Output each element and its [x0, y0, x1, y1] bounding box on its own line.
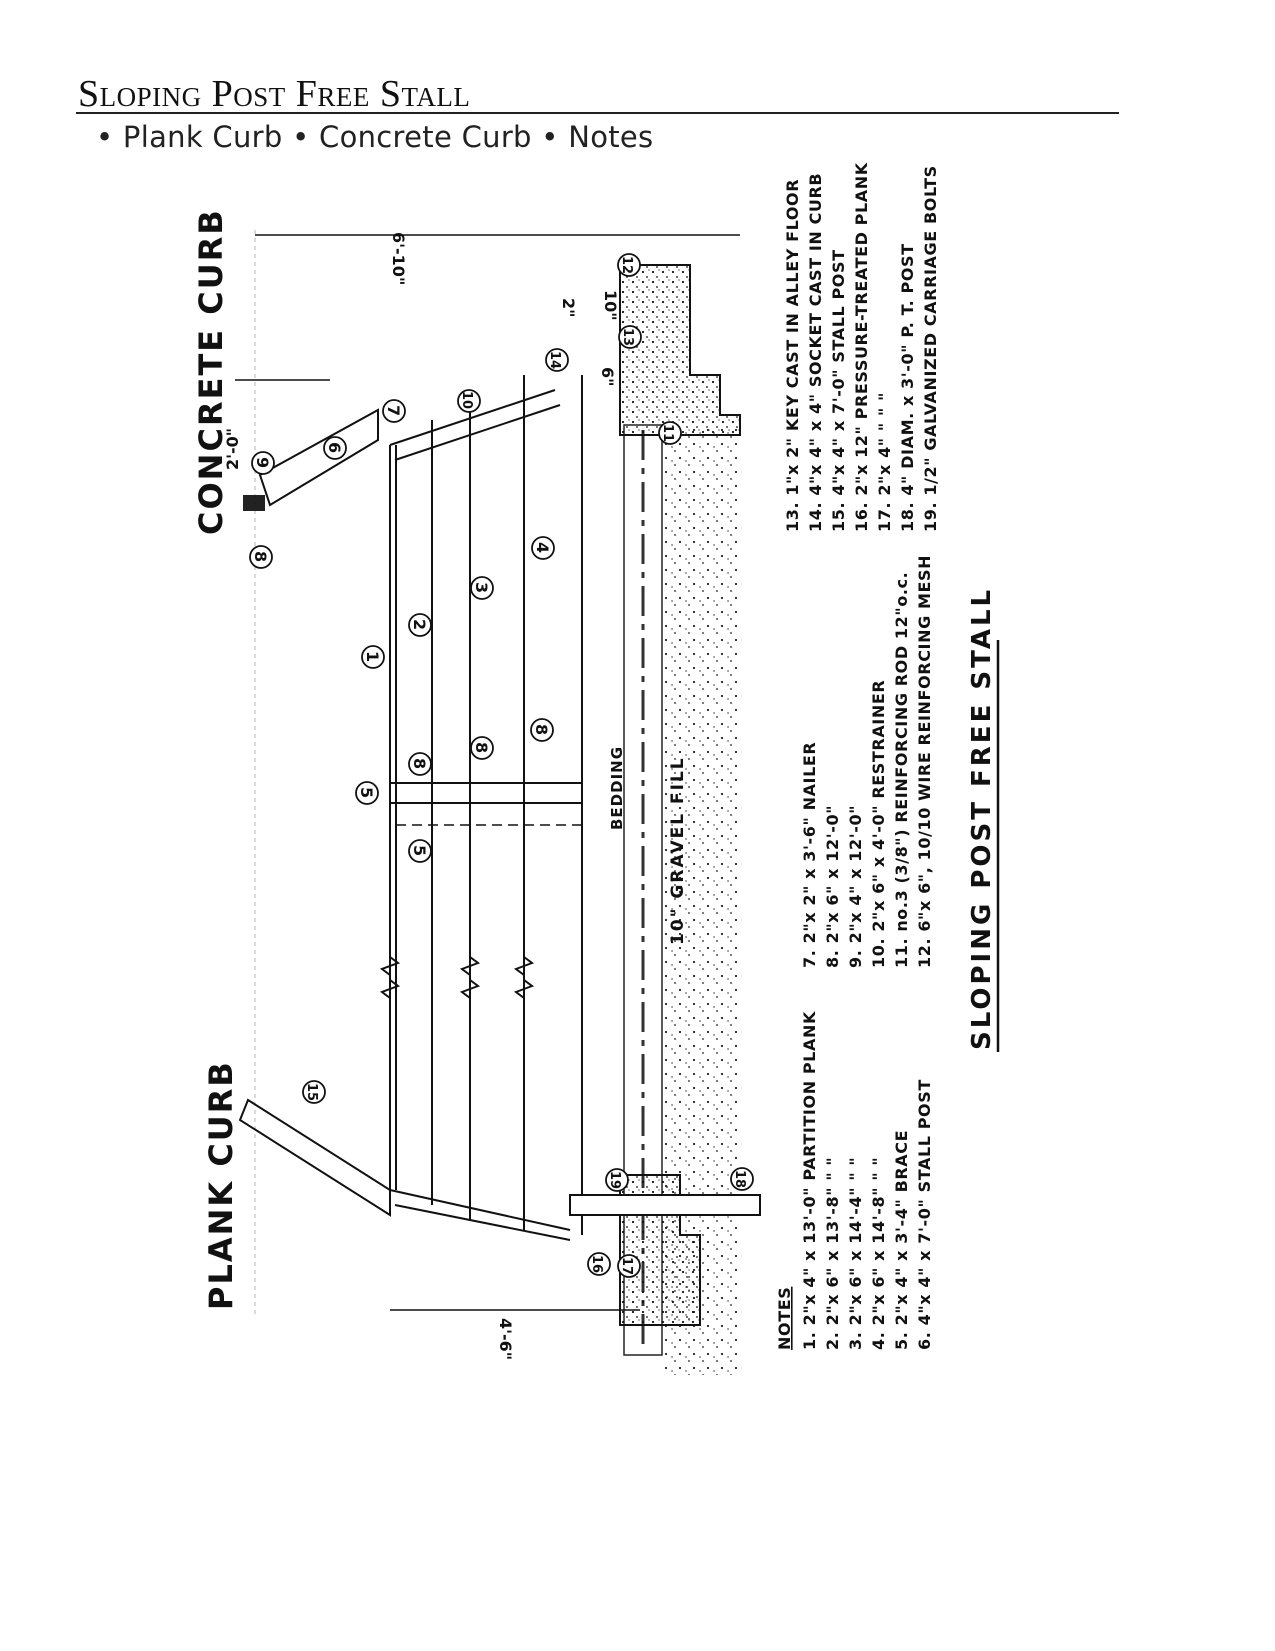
- concrete-curb: [619, 264, 741, 436]
- callout-13: 13: [620, 328, 635, 346]
- note-7: 7. 2"x 2" x 3'-6" NAILER: [800, 742, 819, 968]
- concrete-post-back: [394, 404, 561, 461]
- callout-3: 3: [472, 582, 491, 593]
- plank-post-back: [394, 1204, 571, 1241]
- dim-key: 6": [598, 367, 617, 386]
- dim-curb-width: 10": [601, 290, 620, 321]
- callout-8d: 8: [532, 724, 551, 735]
- plank-curb-label: PLANK CURB: [202, 1060, 240, 1310]
- note-6: 6. 4"x 4" x 7'-0" STALL POST: [915, 1079, 934, 1350]
- callout-numbers: 1 2 3 4 5 5 6 7 8 8 8 8 9 10 11 12 13 14…: [251, 256, 747, 1275]
- callout-8c: 8: [472, 742, 491, 753]
- note-18: 18. 4" DIAM. x 3'-0" P. T. POST: [898, 243, 917, 532]
- notes-heading: NOTES: [775, 1287, 794, 1350]
- plank-post-front: [389, 1189, 571, 1231]
- callout-5b: 5: [410, 845, 429, 856]
- note-5: 5. 2"x 4" x 3'-4" BRACE: [892, 1130, 911, 1350]
- concrete-stall-post: [258, 408, 379, 507]
- dim-plank-stall: 4'-6": [496, 1318, 515, 1360]
- note-16: 16. 2"x 12" PRESSURE-TREATED PLANK: [852, 162, 871, 532]
- title-rule: [76, 112, 1119, 114]
- note-15: 15. 4"x 4" x 7'-0" STALL POST: [829, 249, 848, 532]
- note-3: 3. 2"x 6" x 14'-4" " ": [846, 1157, 865, 1350]
- callout-10: 10: [459, 391, 474, 409]
- plank-stall-post: [238, 1098, 391, 1217]
- callout-4: 4: [533, 542, 552, 553]
- callout-14: 14: [547, 351, 562, 369]
- gravel-label: 10" GRAVEL FILL: [668, 756, 688, 945]
- page-subtitle: • Plank Curb • Concrete Curb • Notes: [96, 120, 654, 154]
- note-8: 8. 2"x 6" x 12'-0": [823, 805, 842, 968]
- socket-9: [243, 495, 265, 511]
- callout-18: 18: [732, 1170, 747, 1188]
- note-19: 19. 1/2" GALVANIZED CARRIAGE BOLTS: [921, 165, 940, 532]
- drawing-body: [235, 230, 761, 1375]
- callout-9: 9: [253, 457, 272, 468]
- note-10: 10. 2"x 6" x 4'-0" RESTRAINER: [869, 680, 888, 968]
- concrete-curb-label: CONCRETE CURB: [192, 208, 230, 535]
- bedding-label: BEDDING: [608, 746, 626, 830]
- brace: [389, 782, 583, 804]
- pt-post: [569, 1194, 761, 1216]
- note-17: 17. 2"x 4" " " ": [875, 392, 894, 532]
- callout-6: 6: [325, 442, 344, 453]
- notes-col2: 7. 2"x 2" x 3'-6" NAILER 8. 2"x 6" x 12'…: [800, 555, 934, 968]
- callout-8a: 8: [251, 551, 270, 562]
- note-14: 14. 4"x 4" x 4" SOCKET CAST IN CURB: [806, 173, 825, 532]
- concrete-post-front: [389, 389, 556, 446]
- note-1: 1. 2"x 4" x 13'-0" PARTITION PLANK: [800, 1011, 819, 1350]
- gravel-fill: [665, 425, 740, 1375]
- callout-11: 11: [660, 424, 675, 442]
- callout-circles: [249, 253, 754, 1278]
- drawing-title: SLOPING POST FREE STALL: [967, 587, 997, 1050]
- note-2: 2. 2"x 6" x 13'-8" " ": [823, 1157, 842, 1350]
- notes-col1: 1. 2"x 4" x 13'-0" PARTITION PLANK 2. 2"…: [800, 1011, 934, 1350]
- page-title: Sloping Post Free Stall: [78, 73, 471, 115]
- callout-17: 17: [619, 1257, 634, 1275]
- callout-19: 19: [607, 1171, 622, 1189]
- note-12: 12. 6"x 6", 10/10 WIRE REINFORCING MESH: [915, 555, 934, 968]
- callout-1: 1: [363, 651, 382, 662]
- dim-concrete-stall: 6'-10": [389, 232, 408, 285]
- notes-col3: 13. 1"x 2" KEY CAST IN ALLEY FLOOR 14. 4…: [783, 162, 940, 532]
- note-13: 13. 1"x 2" KEY CAST IN ALLEY FLOOR: [783, 179, 802, 532]
- callout-16: 16: [589, 1255, 604, 1273]
- note-9: 9. 2"x 4" x 12'-0": [846, 805, 865, 968]
- callout-7: 7: [384, 405, 403, 416]
- break-marks: [379, 956, 535, 999]
- callout-15: 15: [304, 1083, 319, 1101]
- callout-8b: 8: [410, 758, 429, 769]
- callout-2: 2: [410, 619, 429, 630]
- dim-curb-step: 2": [559, 298, 578, 317]
- note-11: 11. no.3 (3/8") REINFORCING ROD 12"o.c.: [892, 572, 911, 968]
- note-4: 4. 2"x 6" x 14'-8" " ": [869, 1157, 888, 1350]
- dim-concrete-post: 2'-0": [223, 428, 242, 470]
- callout-5a: 5: [357, 787, 376, 798]
- callout-12: 12: [619, 256, 634, 274]
